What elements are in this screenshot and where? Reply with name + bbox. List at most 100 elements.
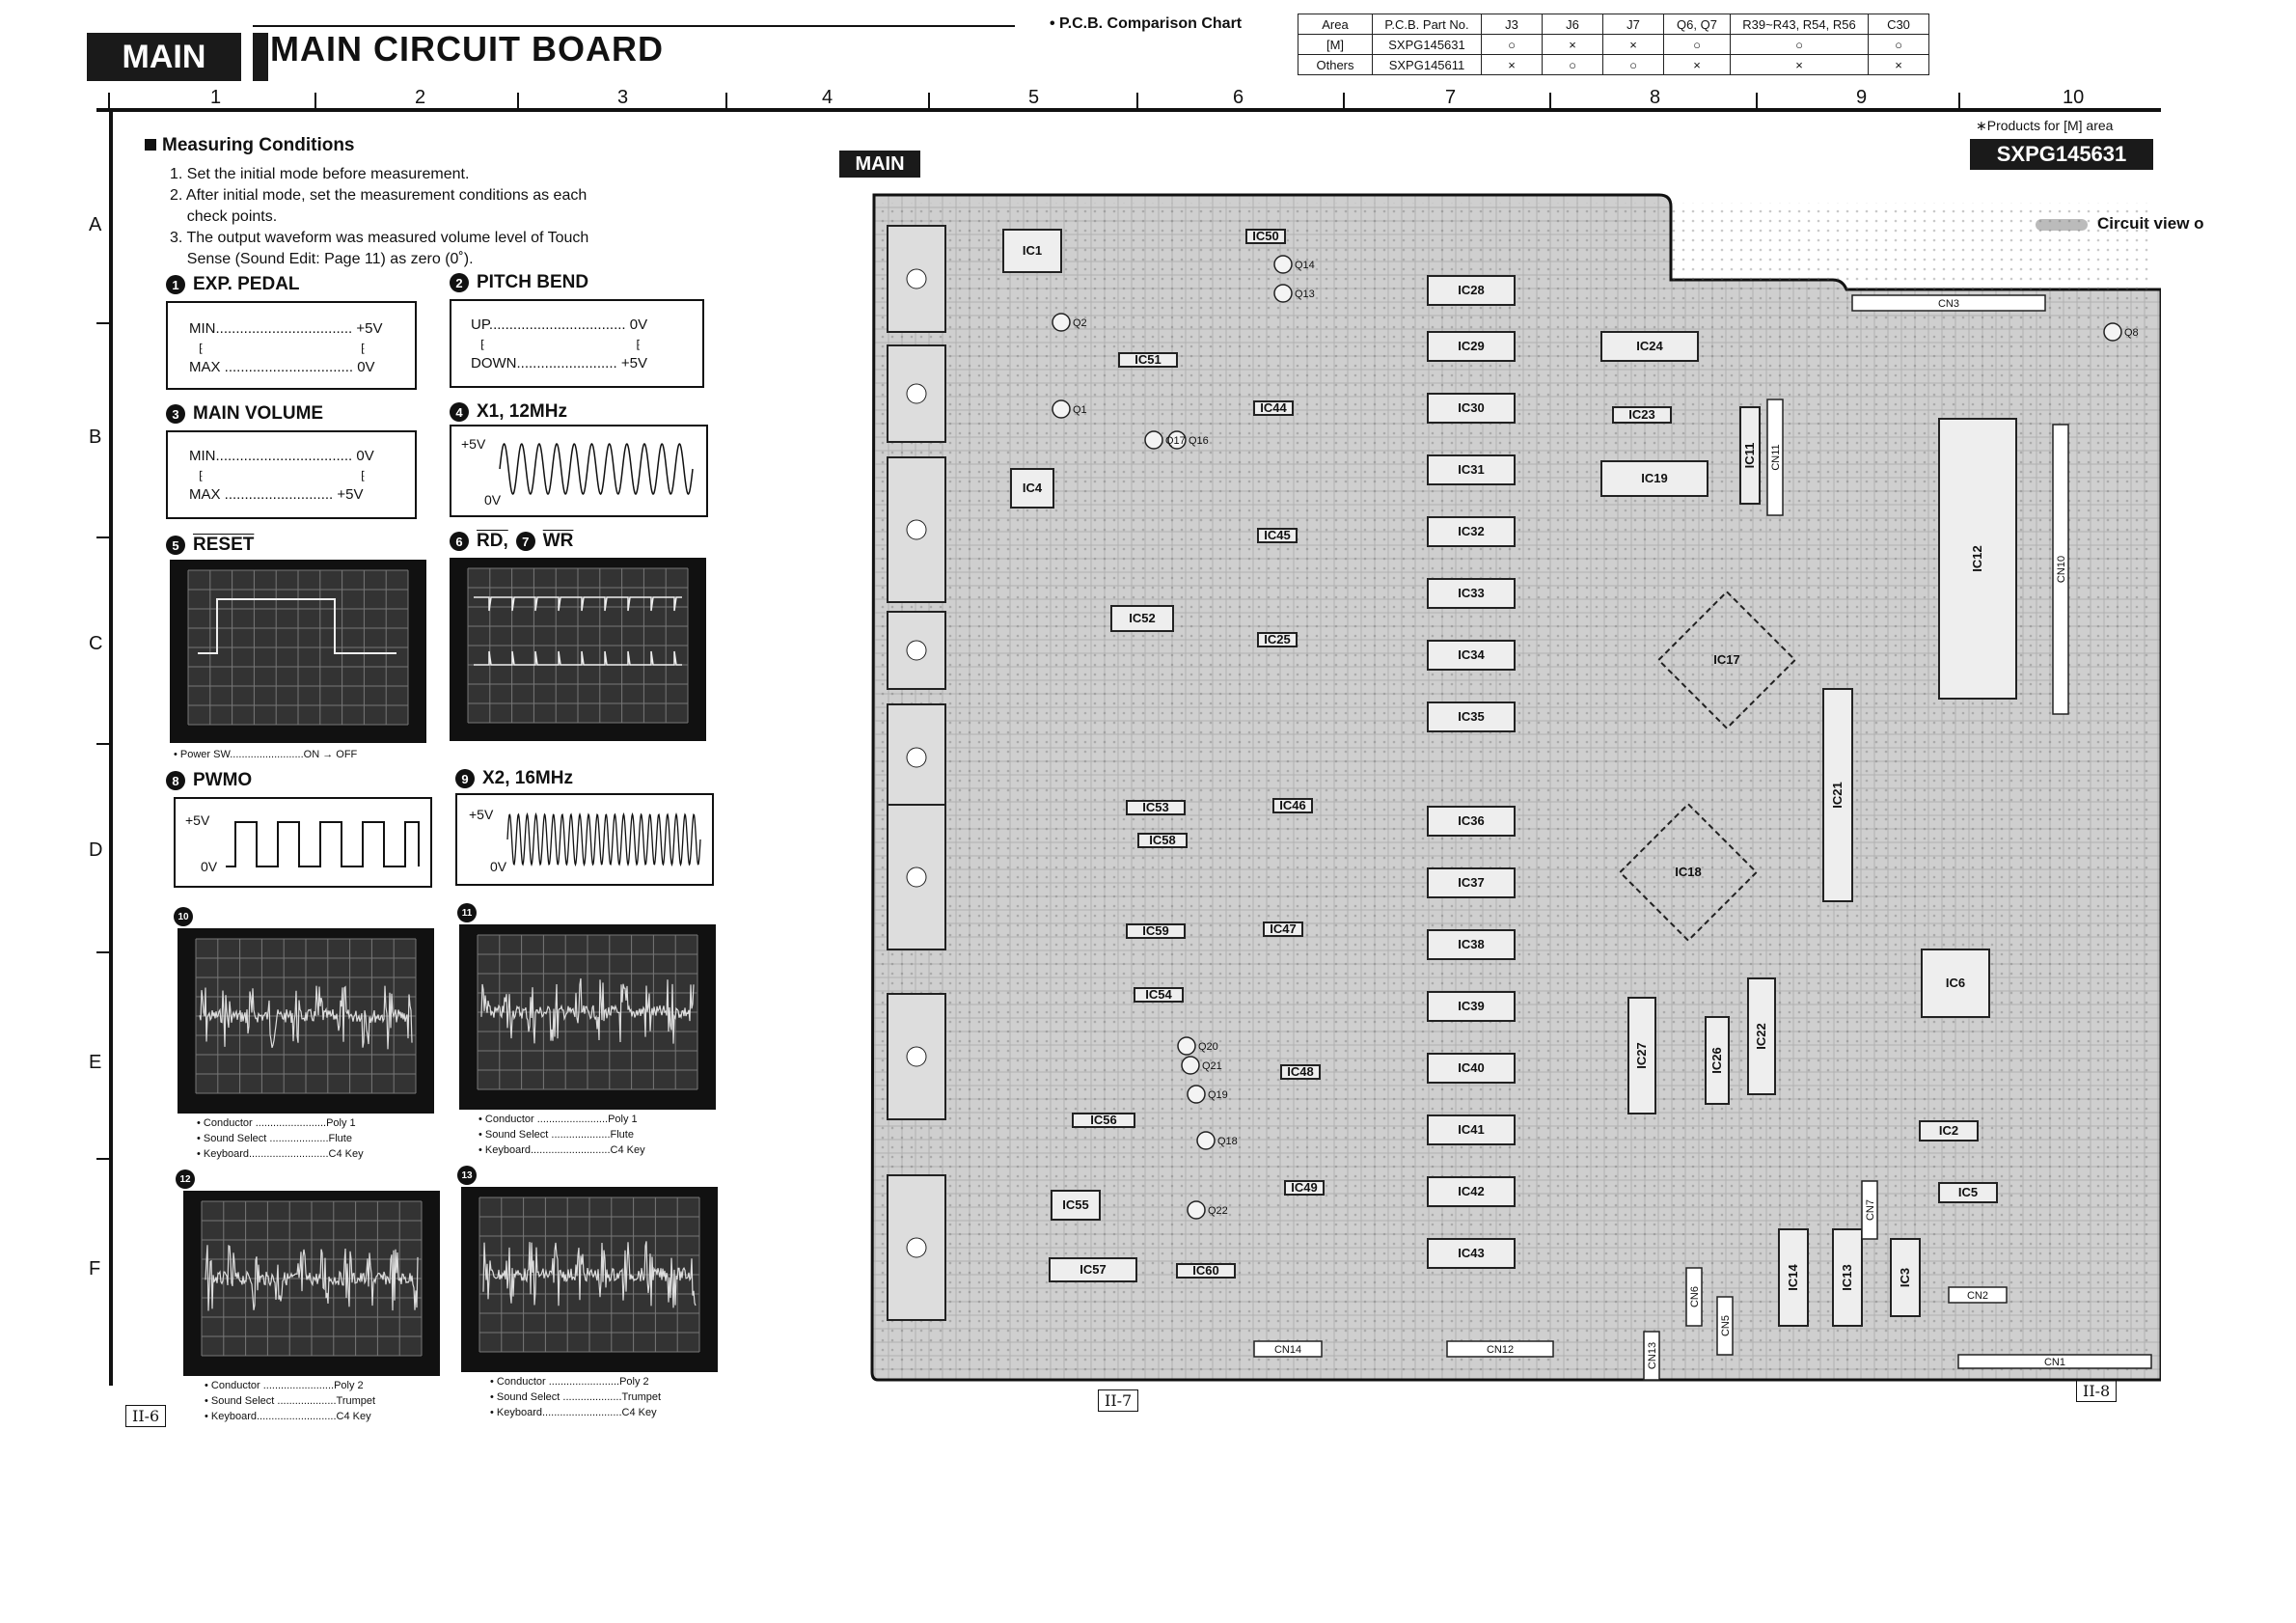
ic-ic48: IC48 <box>1280 1064 1321 1080</box>
svg-text:CN3: CN3 <box>1938 298 1959 310</box>
exp-pedal-heading: 1 EXP. PEDAL <box>166 274 300 295</box>
number-bullet-icon: 4 <box>450 402 469 422</box>
number-bullet-icon: 12 <box>176 1169 195 1189</box>
row-letter: D <box>89 839 103 861</box>
table-cell: ○ <box>1542 54 1603 75</box>
measuring-heading-text: Measuring Conditions <box>162 135 355 155</box>
voltage-low-label: 0V <box>201 859 218 874</box>
jack-socket <box>887 703 946 812</box>
ic-ic53: IC53 <box>1126 800 1186 815</box>
ic-ic37: IC37 <box>1427 867 1516 898</box>
voltage-high-label: +5V <box>461 436 486 452</box>
svg-text:IC48: IC48 <box>1287 1064 1313 1079</box>
svg-text:IC43: IC43 <box>1458 1246 1484 1260</box>
column-tick <box>314 93 316 110</box>
svg-text:IC21: IC21 <box>1830 782 1845 808</box>
table-cell: × <box>1868 54 1929 75</box>
sine-wave-icon <box>506 812 701 867</box>
column-number: 8 <box>1650 87 1661 108</box>
ic-ic13: IC13 <box>1832 1228 1863 1327</box>
value-row: ⁅ ⁅ <box>189 469 366 482</box>
number-bullet-icon: 11 <box>457 903 477 922</box>
svg-text:IC29: IC29 <box>1458 339 1484 353</box>
s13-heading: 13 <box>457 1166 477 1185</box>
number-bullet-icon: 5 <box>166 536 185 555</box>
value-row: ⁅ ⁅ <box>471 338 642 351</box>
transistor-q1: Q1 <box>1052 399 1087 419</box>
oscilloscope-trace-icon <box>187 569 409 726</box>
reset-caption: • Power SW.........................ON → … <box>174 749 358 760</box>
oscilloscope-trace-icon <box>478 1197 700 1353</box>
s12-heading: 12 <box>176 1169 195 1189</box>
svg-text:IC1: IC1 <box>1023 243 1042 258</box>
svg-text:IC14: IC14 <box>1786 1264 1800 1291</box>
ic-ic28: IC28 <box>1427 275 1516 306</box>
column-tick <box>1756 93 1758 110</box>
ic-ic45: IC45 <box>1257 528 1298 543</box>
svg-text:IC60: IC60 <box>1192 1263 1218 1278</box>
ic-ic44: IC44 <box>1253 400 1294 416</box>
table-header-cell: Q6, Q7 <box>1663 14 1731 35</box>
title-rule <box>253 25 1015 87</box>
ic-ic52: IC52 <box>1110 605 1174 632</box>
pcb-comparison-label: • P.C.B. Comparison Chart <box>1050 15 1243 32</box>
square-bullet-icon <box>145 139 156 151</box>
ic-ic57: IC57 <box>1049 1257 1137 1282</box>
step-item: 3. The output waveform was measured volu… <box>170 230 589 246</box>
svg-text:IC57: IC57 <box>1080 1262 1106 1277</box>
row-letter: A <box>89 214 102 235</box>
rd-title: RD, <box>477 531 508 551</box>
table-cell: × <box>1663 54 1731 75</box>
number-bullet-icon: 1 <box>166 275 185 294</box>
x2-title: X2, 16MHz <box>482 768 573 788</box>
column-number: 10 <box>2063 87 2085 108</box>
transistor-q22: Q22 <box>1187 1200 1228 1220</box>
ic-ic35: IC35 <box>1427 701 1516 732</box>
table-cell: ○ <box>1730 34 1869 55</box>
svg-text:IC24: IC24 <box>1636 339 1663 353</box>
column-number: 5 <box>1028 87 1040 108</box>
rd-wr-oscilloscope-image <box>450 558 706 741</box>
svg-text:IC35: IC35 <box>1458 709 1484 724</box>
transistor-q18: Q18 <box>1196 1131 1238 1150</box>
svg-text:IC25: IC25 <box>1264 632 1290 646</box>
page-number-left: II-6 <box>125 1405 167 1427</box>
ic-ic25: IC25 <box>1257 632 1298 647</box>
svg-text:IC56: IC56 <box>1090 1113 1116 1127</box>
pwmo-waveform-box: +5V 0V <box>174 797 432 888</box>
oscilloscope-trace-icon <box>201 1200 423 1357</box>
ic-ic33: IC33 <box>1427 578 1516 609</box>
ic-ic19: IC19 <box>1600 460 1708 497</box>
ic-ic41: IC41 <box>1427 1114 1516 1145</box>
column-tick <box>1136 93 1138 110</box>
ic-ic22: IC22 <box>1747 977 1776 1095</box>
jack-socket <box>887 611 946 690</box>
jack-socket <box>887 1174 946 1321</box>
oscilloscope-trace-icon <box>195 938 417 1094</box>
transistor-q14: Q14 <box>1273 255 1315 274</box>
table-cell: × <box>1542 34 1603 55</box>
step-item: 2. After initial mode, set the measureme… <box>170 187 588 204</box>
main-volume-title: MAIN VOLUME <box>193 403 324 424</box>
table-cell: × <box>1730 54 1869 75</box>
ic-ic46: IC46 <box>1272 798 1313 813</box>
ic-ic2: IC2 <box>1919 1120 1979 1142</box>
svg-text:IC22: IC22 <box>1754 1023 1768 1049</box>
column-tick <box>108 93 110 110</box>
transistor-q8: Q8 <box>2103 322 2139 342</box>
ic-group: IC28IC29IC30IC31IC32IC33IC34IC35IC36IC37… <box>1002 229 2017 1327</box>
exp-pedal-title: EXP. PEDAL <box>193 274 300 294</box>
number-bullet-icon: 6 <box>450 532 469 551</box>
svg-text:IC37: IC37 <box>1458 875 1484 890</box>
s13-caption: • Conductor ........................Poly… <box>490 1376 662 1418</box>
svg-text:Q1: Q1 <box>1073 404 1087 416</box>
svg-text:Q17: Q17 <box>1165 435 1186 447</box>
svg-text:CN13: CN13 <box>1647 1342 1658 1369</box>
step-item: Sense (Sound Edit: Page 11) as zero (0˚)… <box>170 251 474 267</box>
value-row: ⁅ ⁅ <box>189 342 366 355</box>
table-cell: ○ <box>1663 34 1731 55</box>
jack-socket <box>887 225 946 333</box>
